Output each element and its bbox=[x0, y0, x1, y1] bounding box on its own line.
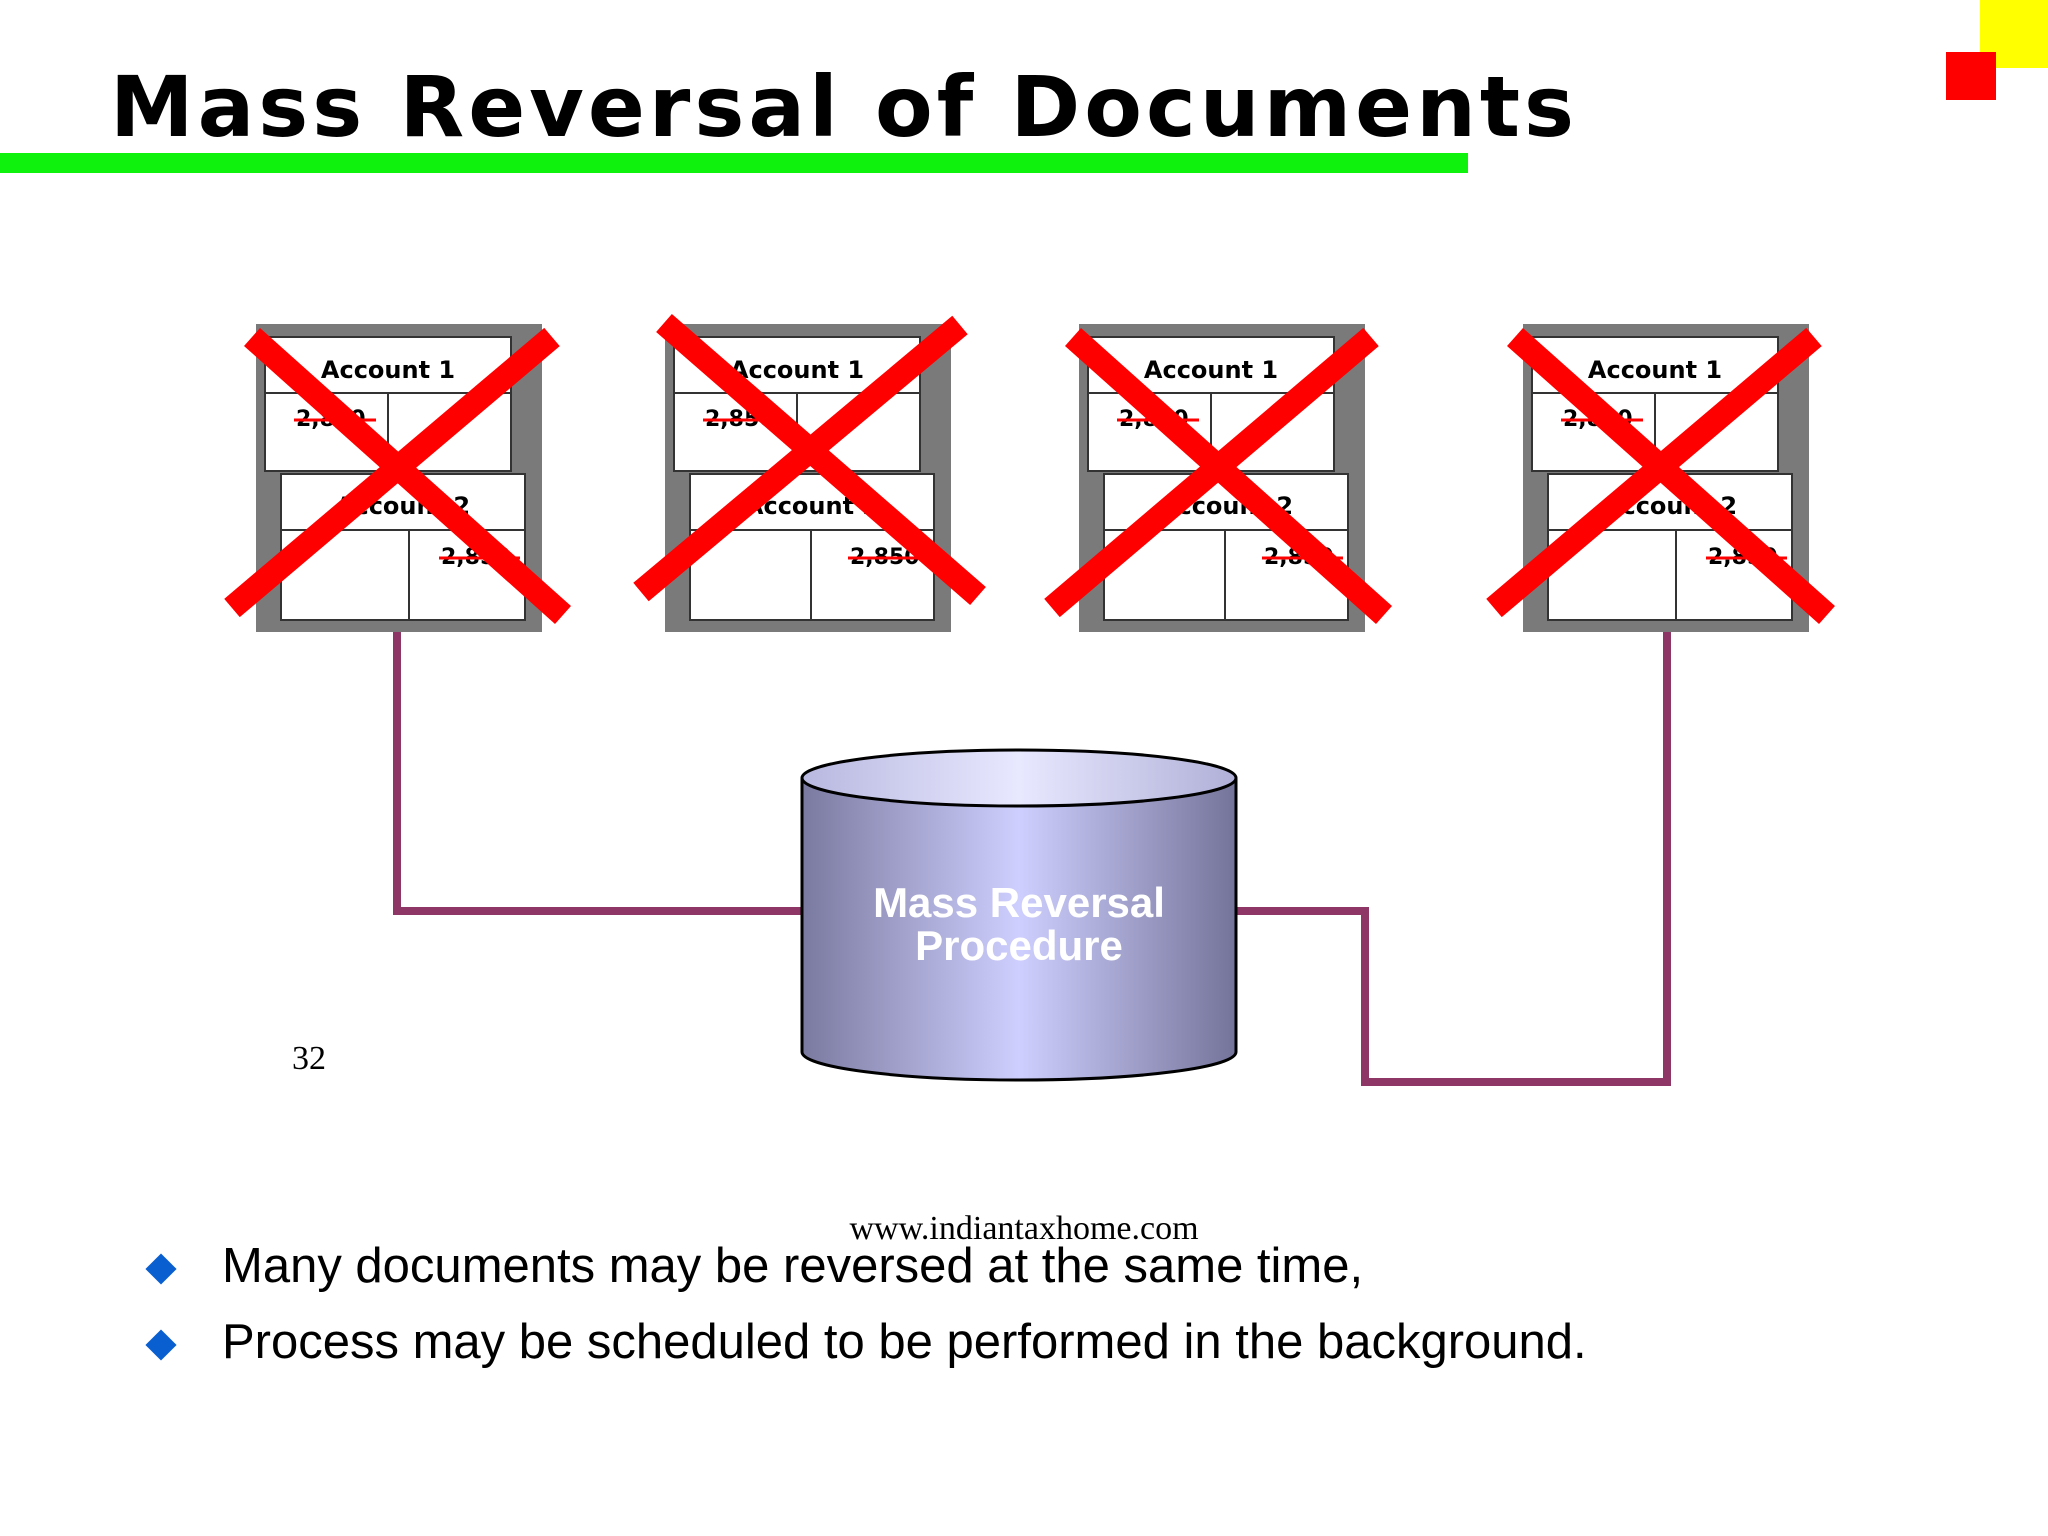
title-underline bbox=[0, 153, 1468, 173]
account-1-label: Account 1 bbox=[730, 356, 864, 384]
cross-icon bbox=[1486, 327, 1835, 624]
slide-title: Mass Reversal of Documents bbox=[110, 58, 1579, 156]
account-1-label: Account 1 bbox=[1588, 356, 1722, 384]
cross-icon bbox=[1044, 327, 1392, 624]
bullet-list: Many documents may be reversed at the sa… bbox=[140, 1238, 1587, 1390]
cross-icon bbox=[633, 313, 986, 606]
page-number: 32 bbox=[292, 1040, 326, 1077]
procedure-label-line1: Mass Reversal bbox=[873, 879, 1165, 926]
corner-red-square bbox=[1946, 52, 1996, 100]
account-1-label: Account 1 bbox=[1144, 356, 1278, 384]
cross-icon bbox=[224, 327, 571, 624]
diamond-bullet-icon bbox=[145, 1253, 177, 1285]
bullet-item: Process may be scheduled to be performed… bbox=[140, 1314, 1587, 1390]
bullet-text: Many documents may be reversed at the sa… bbox=[222, 1239, 1364, 1293]
bullet-item: Many documents may be reversed at the sa… bbox=[140, 1238, 1587, 1314]
mass-reversal-procedure-cylinder: Mass Reversal Procedure bbox=[800, 748, 1238, 1082]
procedure-label-line2: Procedure bbox=[915, 922, 1123, 969]
website-footer: www.indiantaxhome.com bbox=[849, 1210, 1199, 1247]
account-1-label: Account 1 bbox=[321, 356, 455, 384]
diamond-bullet-icon bbox=[145, 1329, 177, 1361]
bullet-text: Process may be scheduled to be performed… bbox=[222, 1315, 1587, 1369]
